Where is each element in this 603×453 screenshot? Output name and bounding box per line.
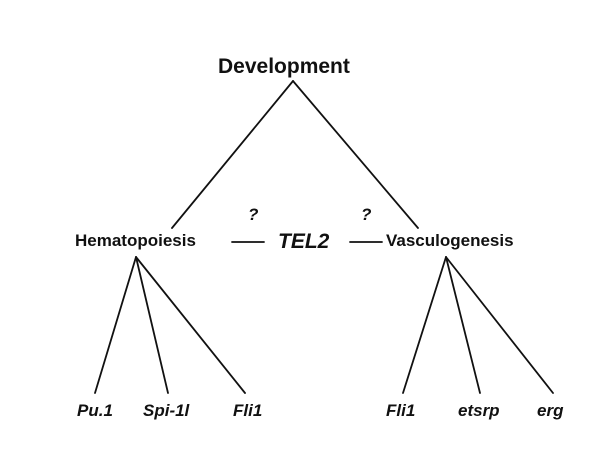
edge-vasc-etsrp bbox=[445, 256, 481, 394]
leaf-label-erg: erg bbox=[537, 401, 564, 420]
edge-vasc-erg bbox=[445, 256, 554, 394]
leaf-label-pu1: Pu.1 bbox=[77, 401, 113, 420]
edge-hema-spi1l bbox=[135, 256, 169, 394]
question-mark-left: ? bbox=[248, 205, 259, 224]
edge-root-hematopoiesis bbox=[171, 80, 294, 229]
left-branch-label: Hematopoiesis bbox=[75, 231, 196, 250]
root-node-label: Development bbox=[218, 55, 350, 78]
right-branch-label: Vasculogenesis bbox=[386, 231, 514, 250]
edge-hema-pu1 bbox=[94, 256, 137, 394]
edge-root-vasculogenesis bbox=[292, 80, 419, 229]
question-mark-right: ? bbox=[361, 205, 372, 224]
edge-hema-fli1 bbox=[135, 256, 246, 394]
edge-vasc-fli1 bbox=[402, 256, 447, 394]
leaf-label-spi1l: Spi-1l bbox=[143, 401, 190, 420]
leaf-label-etsrp: etsrp bbox=[458, 401, 500, 420]
leaf-label-fli1-left: Fli1 bbox=[233, 401, 263, 420]
center-gene-label: TEL2 bbox=[278, 230, 330, 253]
leaf-label-fli1-right: Fli1 bbox=[386, 401, 416, 420]
